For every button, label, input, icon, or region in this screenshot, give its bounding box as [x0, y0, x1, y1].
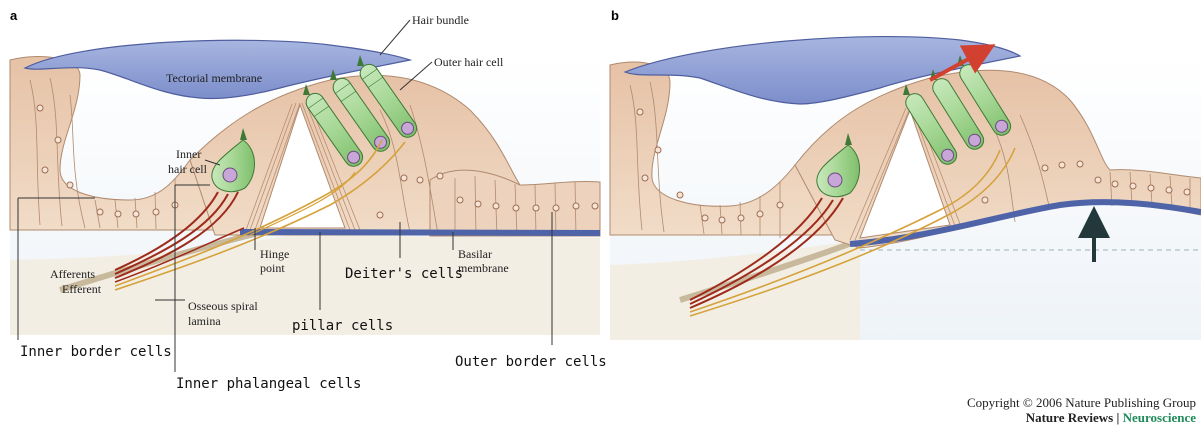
label-inner-hair-cell-1: Inner	[176, 147, 201, 161]
panel-a: a	[10, 8, 607, 392]
panel-b: b	[610, 8, 1201, 425]
journal-name: Neuroscience	[1123, 410, 1197, 425]
label-hinge-point-1: Hinge	[260, 247, 289, 261]
journal-credit: Nature Reviews | Neuroscience	[1026, 410, 1197, 425]
label-pillar-cells: pillar cells	[292, 318, 393, 334]
copyright-text: Copyright © 2006 Nature Publishing Group	[967, 395, 1196, 410]
label-hair-bundle: Hair bundle	[412, 13, 469, 27]
label-osseous-spiral-1: Osseous spiral	[188, 299, 258, 313]
label-basilar-membrane-2: membrane	[458, 261, 509, 275]
label-tectorial-membrane: Tectorial membrane	[166, 71, 262, 85]
label-outer-border-cells: Outer border cells	[455, 354, 607, 370]
label-afferents: Afferents	[50, 267, 95, 281]
panel-b-letter: b	[611, 8, 619, 23]
label-osseous-spiral-2: lamina	[188, 314, 221, 328]
label-outer-hair-cell: Outer hair cell	[434, 55, 504, 69]
label-inner-border-cells: Inner border cells	[20, 344, 172, 360]
label-deiters-cells: Deiter's cells	[345, 266, 463, 282]
basilar-membrane	[240, 232, 600, 233]
label-hinge-point-2: point	[260, 261, 285, 275]
label-inner-phalangeal-cells: Inner phalangeal cells	[176, 376, 361, 392]
panel-a-letter: a	[10, 8, 18, 23]
label-basilar-membrane-1: Basilar	[458, 247, 492, 261]
label-efferent: Efferent	[62, 282, 102, 296]
journal-prefix: Nature Reviews	[1026, 410, 1114, 425]
journal-separator: |	[1113, 410, 1122, 425]
label-inner-hair-cell-2: hair cell	[168, 162, 208, 176]
